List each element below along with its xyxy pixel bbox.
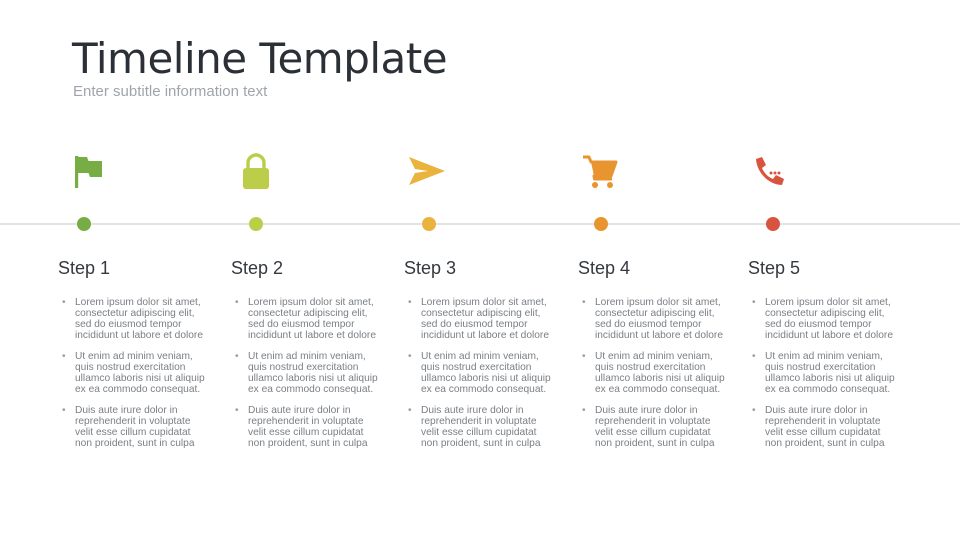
step-title: Step 3 (404, 258, 457, 278)
shopping-cart-icon (582, 154, 618, 190)
timeline-dot (594, 217, 608, 231)
bullet-item: Ut enim ad minim veniam, quis nostrud ex… (404, 351, 554, 395)
bullet-item: Duis aute irure dolor in reprehenderit i… (578, 405, 728, 449)
bullet-item: Ut enim ad minim veniam, quis nostrud ex… (231, 351, 381, 395)
bullet-item: Lorem ipsum dolor sit amet, consectetur … (748, 297, 898, 341)
timeline-dot (422, 217, 436, 231)
timeline-step-4: Step 4 Lorem ipsum dolor sit amet, conse… (578, 0, 753, 540)
bullet-item: Duis aute irure dolor in reprehenderit i… (748, 405, 898, 449)
step-bullets: Lorem ipsum dolor sit amet, consectetur … (578, 297, 728, 459)
phone-icon (753, 155, 785, 191)
step-title: Step 1 (58, 258, 111, 278)
step-bullets: Lorem ipsum dolor sit amet, consectetur … (58, 297, 208, 459)
step-title: Step 2 (231, 258, 284, 278)
timeline-step-2: Step 2 Lorem ipsum dolor sit amet, conse… (231, 0, 406, 540)
timeline-dot (77, 217, 91, 231)
timeline-step-3: Step 3 Lorem ipsum dolor sit amet, conse… (404, 0, 579, 540)
timeline-dot (249, 217, 263, 231)
timeline-dot (766, 217, 780, 231)
bullet-item: Lorem ipsum dolor sit amet, consectetur … (578, 297, 728, 341)
bullet-item: Duis aute irure dolor in reprehenderit i… (231, 405, 381, 449)
lock-icon (240, 153, 272, 189)
timeline-line (0, 223, 960, 225)
timeline-step-1: Step 1 Lorem ipsum dolor sit amet, conse… (58, 0, 233, 540)
bullet-item: Duis aute irure dolor in reprehenderit i… (58, 405, 208, 449)
step-title: Step 5 (748, 258, 801, 278)
step-title: Step 4 (578, 258, 631, 278)
bullet-item: Duis aute irure dolor in reprehenderit i… (404, 405, 554, 449)
timeline-step-5: Step 5 Lorem ipsum dolor sit amet, conse… (748, 0, 923, 540)
bullet-item: Lorem ipsum dolor sit amet, consectetur … (231, 297, 381, 341)
page-subtitle: Enter subtitle information text (73, 83, 268, 100)
bullet-item: Lorem ipsum dolor sit amet, consectetur … (404, 297, 554, 341)
step-bullets: Lorem ipsum dolor sit amet, consectetur … (231, 297, 381, 459)
bullet-item: Lorem ipsum dolor sit amet, consectetur … (58, 297, 208, 341)
flag-icon (72, 153, 104, 189)
page-title: Timeline Template (72, 34, 448, 83)
bullet-item: Ut enim ad minim veniam, quis nostrud ex… (578, 351, 728, 395)
bullet-item: Ut enim ad minim veniam, quis nostrud ex… (748, 351, 898, 395)
step-bullets: Lorem ipsum dolor sit amet, consectetur … (748, 297, 898, 459)
paper-plane-icon (408, 155, 445, 191)
bullet-item: Ut enim ad minim veniam, quis nostrud ex… (58, 351, 208, 395)
step-bullets: Lorem ipsum dolor sit amet, consectetur … (404, 297, 554, 459)
